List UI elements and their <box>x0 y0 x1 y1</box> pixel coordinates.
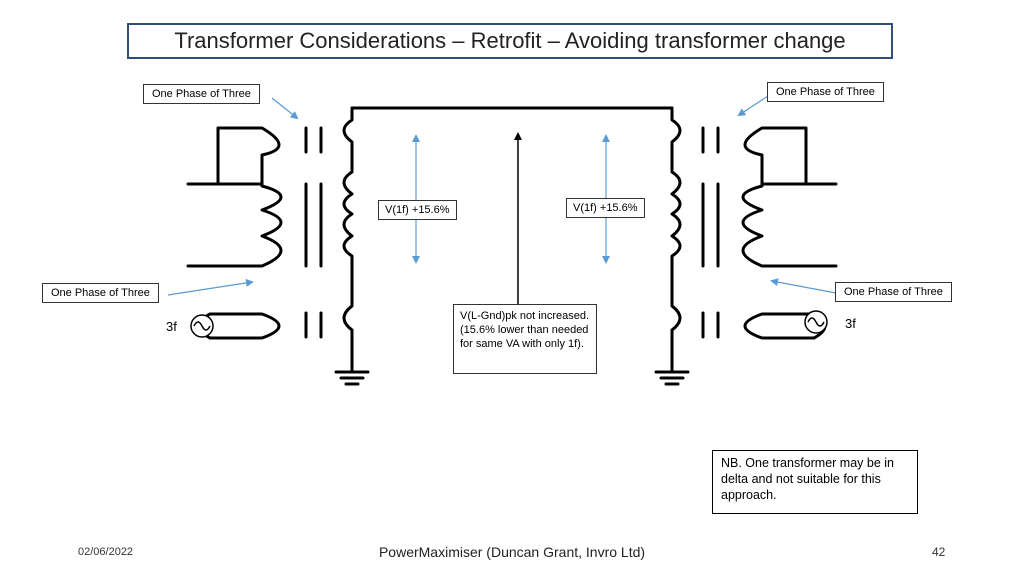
slide-title: Transformer Considerations – Retrofit – … <box>127 23 893 59</box>
source-label-right: 3f <box>845 316 856 331</box>
center-note: V(L-Gnd)pk not increased. (15.6% lower t… <box>453 304 597 374</box>
right-mid-secondary <box>741 182 838 268</box>
right-core-bottom <box>701 311 720 339</box>
right-core-mid <box>701 182 720 268</box>
phase-label-mid-right: One Phase of Three <box>835 282 952 302</box>
callout-arrow-mid-left <box>167 278 254 296</box>
callout-arrow-top-right <box>737 95 769 117</box>
voltage-label-right: V(1f) +15.6% <box>566 198 645 218</box>
nb-note: NB. One transformer may be in delta and … <box>712 450 918 514</box>
phase-label-mid-left: One Phase of Three <box>42 283 159 303</box>
left-core-bottom <box>304 311 323 339</box>
right-primary-winding <box>670 106 682 372</box>
phase-label-top-right: One Phase of Three <box>767 82 884 102</box>
footer-presenter: PowerMaximiser (Duncan Grant, Invro Ltd) <box>378 544 646 560</box>
left-sine-glyph <box>193 321 211 331</box>
left-core-top <box>304 126 323 154</box>
left-top-secondary <box>216 126 281 186</box>
right-ground <box>654 370 690 386</box>
left-core-mid <box>304 182 323 268</box>
right-core-top <box>701 126 720 154</box>
left-mid-secondary <box>186 182 283 268</box>
left-ground <box>334 370 370 386</box>
footer-date: 02/06/2022 <box>78 546 134 558</box>
page-number: 42 <box>932 545 946 559</box>
callout-arrow-top-left <box>271 97 299 120</box>
source-label-left: 3f <box>166 319 177 334</box>
phase-label-top-left: One Phase of Three <box>143 84 260 104</box>
right-top-secondary <box>743 126 808 186</box>
right-sine-glyph <box>807 317 825 327</box>
voltage-label-left: V(1f) +15.6% <box>378 200 457 220</box>
callout-arrow-mid-right <box>770 278 837 294</box>
left-primary-winding <box>342 106 354 372</box>
